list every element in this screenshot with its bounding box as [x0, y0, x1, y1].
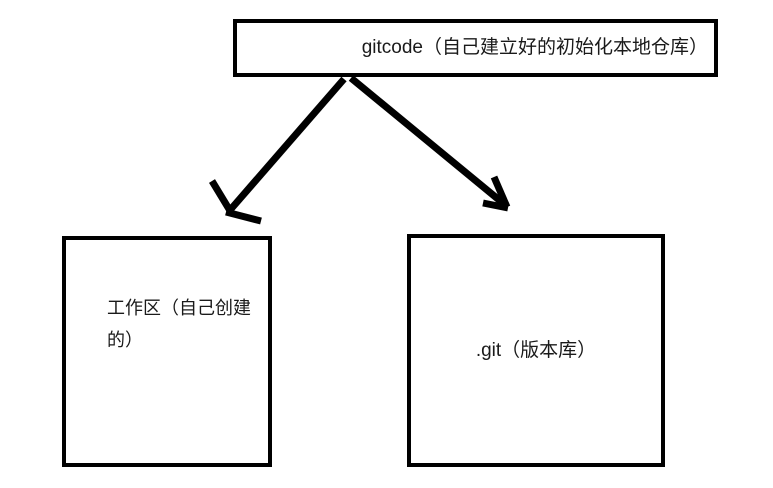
node-workspace[interactable]: 工作区（自己创建的）	[62, 236, 272, 467]
edge-shaft	[228, 76, 347, 212]
arrowhead-barb-upper	[209, 179, 235, 216]
arrowhead-barb-lower	[225, 208, 262, 225]
edge-root-to-workspace	[209, 76, 347, 225]
node-git-directory-label: .git（版本库）	[475, 339, 597, 361]
edge-shaft	[348, 75, 507, 207]
node-gitcode-repository[interactable]: gitcode（自己建立好的初始化本地仓库）	[233, 19, 718, 77]
node-gitcode-repository-label: gitcode（自己建立好的初始化本地仓库）	[361, 37, 708, 58]
arrowhead-barb-lower	[482, 199, 509, 212]
arrowhead-barb-upper	[490, 175, 511, 209]
node-git-directory[interactable]: .git（版本库）	[407, 234, 665, 467]
node-workspace-label: 工作区（自己创建的）	[107, 298, 251, 350]
edge-root-to-gitdir	[348, 75, 511, 212]
